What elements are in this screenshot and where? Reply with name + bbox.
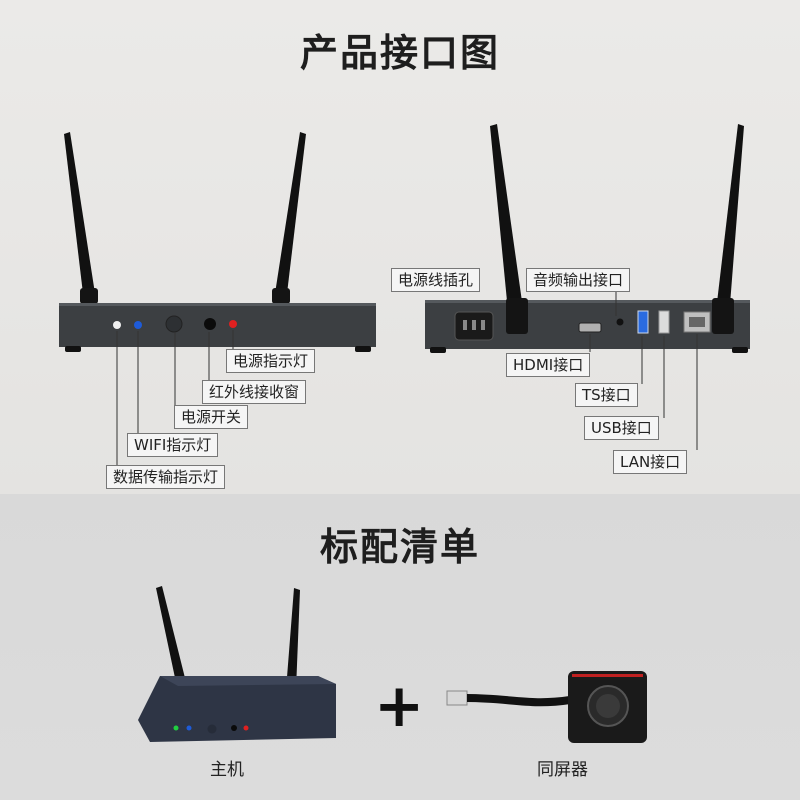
label-audio-output: 音频输出接口: [526, 268, 631, 292]
label-power-socket: 电源线插孔: [391, 268, 481, 292]
label-data-indicator: 数据传输指示灯: [106, 465, 226, 489]
label-power-switch: 电源开关: [174, 405, 249, 429]
section-title-package: 标配清单: [319, 525, 480, 569]
label-hdmi-port: HDMI接口: [506, 353, 591, 377]
plus-sign: +: [374, 671, 425, 741]
label-lan-port: LAN接口: [613, 450, 688, 474]
section-title-interface: 产品接口图: [299, 31, 500, 75]
label-ir-window: 红外线接收窗: [202, 380, 307, 404]
label-ts-port: TS接口: [575, 383, 638, 407]
label-power-indicator: 电源指示灯: [226, 349, 316, 373]
interface-section: [0, 0, 800, 494]
label-wifi-indicator: WIFI指示灯: [127, 433, 219, 457]
caption-dongle: 同屏器: [537, 760, 588, 780]
caption-main-unit: 主机: [210, 760, 244, 780]
label-usb-port: USB接口: [584, 416, 659, 440]
package-section: [0, 494, 800, 800]
